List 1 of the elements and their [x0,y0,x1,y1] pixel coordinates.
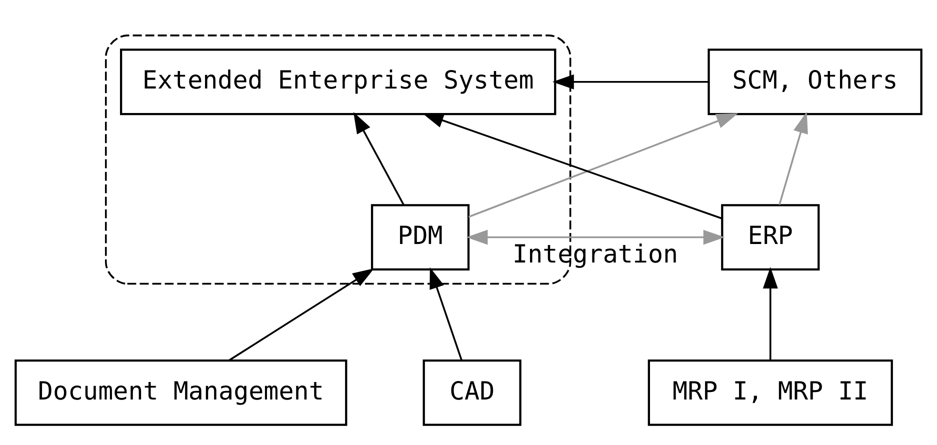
edge-label: Integration [512,239,678,268]
